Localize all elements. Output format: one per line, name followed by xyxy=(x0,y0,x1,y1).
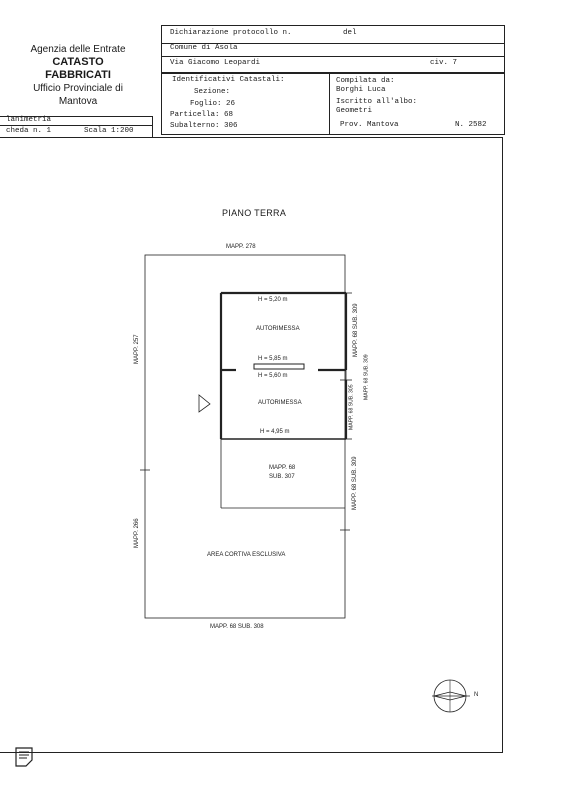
sub-mapp-label: MAPP. 68 xyxy=(269,465,296,471)
comune-label: Comune di Asola xyxy=(170,44,238,52)
provincia-label: Prov. Mantova xyxy=(340,121,399,129)
via-label: Via Giacomo Leopardi xyxy=(170,59,261,67)
del-label: del xyxy=(343,29,357,37)
strip-line xyxy=(0,116,152,117)
scala-label: Scala 1:200 xyxy=(84,127,134,135)
sezione-label: Sezione: xyxy=(194,88,231,96)
entrance-arrow xyxy=(198,394,211,413)
dichiarazione-label: Dichiarazione protocollo n. xyxy=(170,29,292,37)
subalterno-label: Subalterno: 306 xyxy=(170,122,238,130)
header-divider-vertical xyxy=(329,73,330,135)
mapp-right-4: MAPP. 68 SUB. 309 xyxy=(352,456,358,510)
agency-name: Agenzia delle Entrate xyxy=(30,44,126,55)
mapp-right-3: MAPP. 68 SUB. 305 xyxy=(349,384,355,430)
north-arrow-icon xyxy=(432,679,470,713)
iscritto-label: Iscritto all'albo: xyxy=(336,98,418,106)
mapp-bottom: MAPP. 68 SUB. 308 xyxy=(210,624,264,630)
civico-label: civ. 7 xyxy=(430,59,458,67)
strip-line xyxy=(0,125,152,126)
header-box-top xyxy=(161,25,505,73)
sub-number-label: SUB. 307 xyxy=(269,474,295,480)
agency-catasto: CATASTO FABBRICATI xyxy=(45,56,111,81)
mapp-left-top: MAPP. 257 xyxy=(134,334,140,364)
identificativi-label: Identificativi Catastali: xyxy=(172,76,285,84)
agency-block: Agenzia delle Entrate CATASTO FABBRICATI… xyxy=(18,43,138,108)
particella-label: Particella: 68 xyxy=(170,111,234,119)
compilata-label: Compilata da: xyxy=(336,77,395,85)
mapp-right-1: MAPP. 68 SUB. 309 xyxy=(353,303,359,357)
tecnico-nome: Borghi Luca xyxy=(336,86,386,94)
mapp-right-2: MAPP. 68 SUB. 309 xyxy=(364,354,370,400)
scheda-label: cheda n. 1 xyxy=(6,127,52,135)
height-label-1: H = 5,20 m xyxy=(258,297,288,303)
header-box-bottom xyxy=(161,73,505,135)
building-outline xyxy=(220,292,347,440)
lot-boundary xyxy=(144,254,346,619)
drawing-frame xyxy=(0,137,503,753)
room-autorimessa-1: AUTORIMESSA xyxy=(256,326,300,332)
foglio-label: Foglio: 26 xyxy=(190,100,236,108)
area-cortiva-label: AREA CORTIVA ESCLUSIVA xyxy=(207,552,286,558)
document-icon xyxy=(15,747,33,767)
albo-value: Geometri xyxy=(336,107,373,115)
height-label-2: H = 5,85 m xyxy=(258,356,288,362)
header-divider xyxy=(161,56,505,57)
north-label: N xyxy=(474,692,479,698)
header-divider xyxy=(161,43,505,44)
agency-ufficio: Ufficio Provinciale di xyxy=(33,83,123,94)
mapp-left-bottom: MAPP. 266 xyxy=(134,518,140,548)
height-label-3: H = 5,60 m xyxy=(258,373,288,379)
mapp-top: MAPP. 278 xyxy=(226,244,256,250)
room-autorimessa-2: AUTORIMESSA xyxy=(258,400,302,406)
planimetria-label: lanimetria xyxy=(6,116,52,124)
height-label-4: H = 4,95 m xyxy=(260,429,290,435)
strip-line xyxy=(152,116,153,137)
agency-city: Mantova xyxy=(58,96,98,107)
plan-title: PIANO TERRA xyxy=(222,208,287,218)
numero-albo: N. 2582 xyxy=(455,121,487,129)
